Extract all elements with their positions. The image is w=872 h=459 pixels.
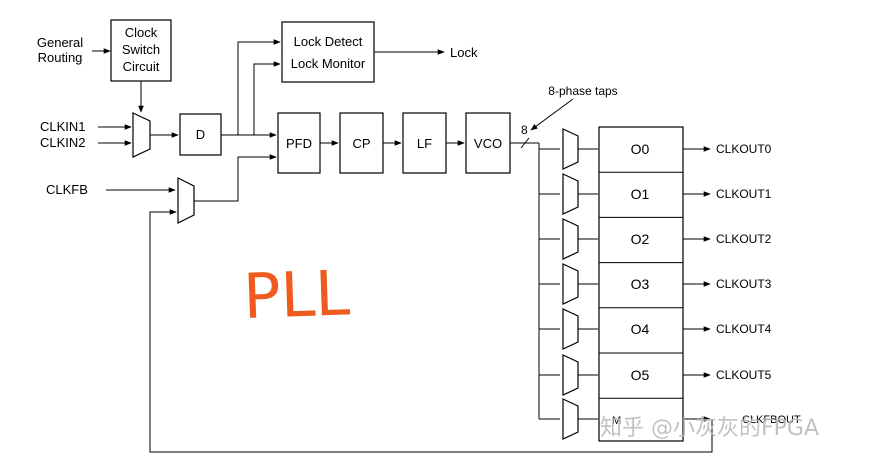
counter-label: O2 bbox=[631, 231, 650, 247]
lock-output-label: Lock bbox=[450, 45, 478, 60]
clkfb-label: CLKFB bbox=[46, 182, 88, 197]
lf-label: LF bbox=[417, 136, 432, 151]
phase-select-mux bbox=[562, 173, 579, 215]
output-label: CLKOUT2 bbox=[716, 232, 772, 246]
output-label: CLKOUT5 bbox=[716, 368, 772, 382]
clkin1-label: CLKIN1 bbox=[40, 119, 86, 134]
clock-switch-line-1: Clock bbox=[125, 25, 158, 40]
feedback-return-wire bbox=[149, 209, 713, 453]
phase-select-mux bbox=[562, 308, 579, 350]
d-to-lock-detect-wire bbox=[237, 39, 281, 135]
phase-select-mux bbox=[562, 354, 579, 396]
feedback-mux-to-pfd-wire bbox=[194, 154, 277, 202]
general-routing-label: General Routing bbox=[37, 35, 83, 65]
lock-detect-label: Lock Detect bbox=[294, 34, 363, 49]
general-routing-line-2: Routing bbox=[38, 50, 83, 65]
counter-label: O5 bbox=[631, 367, 650, 383]
clock-switch-line-3: Circuit bbox=[123, 59, 160, 74]
lock-monitor-label: Lock Monitor bbox=[291, 56, 366, 71]
phase-select-mux bbox=[562, 263, 579, 305]
pll-handwritten-annotation: PLL bbox=[242, 256, 351, 333]
counter-label: O1 bbox=[631, 186, 650, 202]
vco-block bbox=[465, 112, 511, 174]
phase-select-mux bbox=[562, 398, 579, 440]
lf-block bbox=[402, 112, 447, 174]
lock-detect-monitor-block bbox=[281, 21, 375, 83]
eight-phase-taps-label: 8-phase taps bbox=[548, 84, 617, 98]
output-label: CLKFBOUT bbox=[742, 414, 801, 426]
output-counter-column bbox=[598, 126, 684, 442]
output-label: CLKOUT4 bbox=[716, 322, 772, 336]
output-label: CLKOUT1 bbox=[716, 187, 772, 201]
output-label: CLKOUT0 bbox=[716, 142, 772, 156]
counter-label: O3 bbox=[631, 276, 650, 292]
counter-label: M bbox=[612, 415, 621, 427]
feedback-clock-mux bbox=[177, 177, 195, 224]
d-divider-label: D bbox=[196, 127, 205, 142]
clock-switch-circuit-block bbox=[110, 19, 172, 82]
input-clock-mux bbox=[132, 112, 151, 158]
bus-width-label: 8 bbox=[521, 123, 528, 137]
cp-block bbox=[339, 112, 384, 174]
clkin2-label: CLKIN2 bbox=[40, 135, 86, 150]
phase-select-mux bbox=[562, 218, 579, 260]
feedback-to-lock-monitor-wire bbox=[253, 61, 281, 135]
vco-label: VCO bbox=[474, 136, 502, 151]
phase-select-mux bbox=[562, 128, 579, 170]
zhihu-watermark: 知乎 @小灰灰的FPGA bbox=[600, 416, 819, 441]
counter-label: O0 bbox=[631, 141, 650, 157]
clock-switch-line-2: Switch bbox=[122, 42, 160, 57]
counter-label: O4 bbox=[631, 321, 650, 337]
taps-pointer-arrow bbox=[530, 98, 574, 131]
pfd-label: PFD bbox=[286, 136, 312, 151]
general-routing-line-1: General bbox=[37, 35, 83, 50]
output-label: CLKOUT3 bbox=[716, 277, 772, 291]
cp-label: CP bbox=[352, 136, 370, 151]
